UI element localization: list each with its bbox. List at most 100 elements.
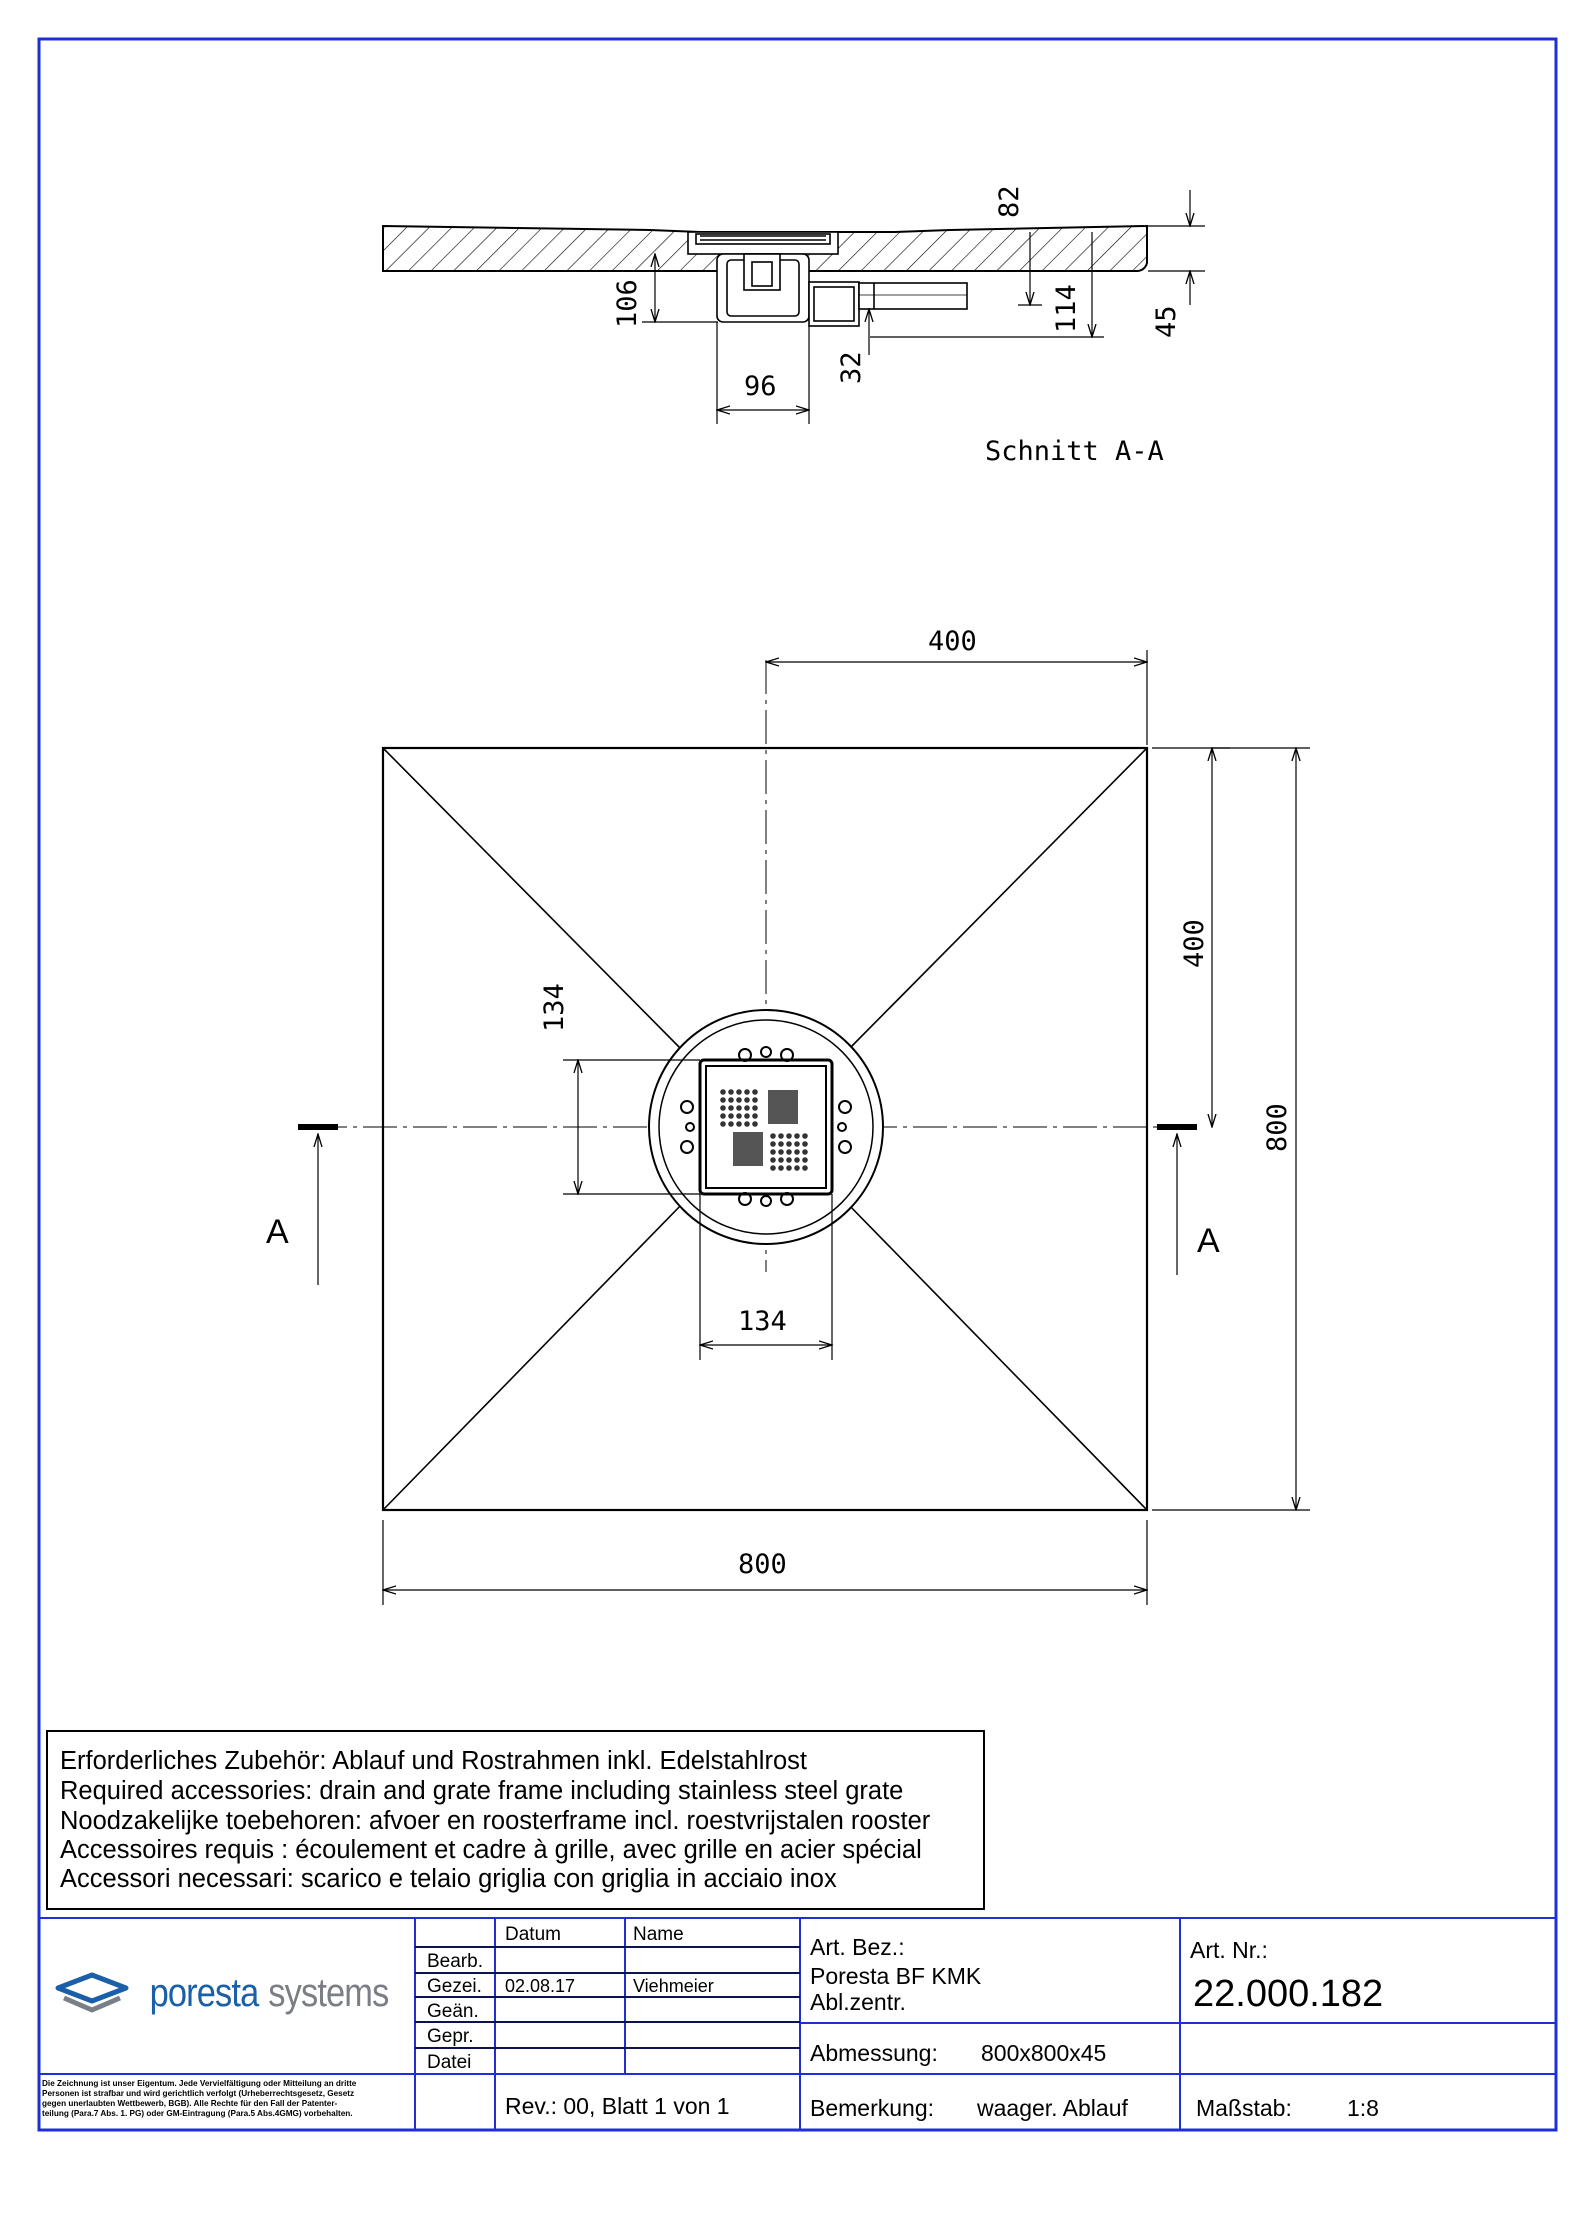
tray-outline [381,746,1149,1512]
dim-134-vertical: 134 [539,983,570,1032]
row-label-gepr: Gepr. [427,2026,473,2047]
grate-holes [720,1089,808,1171]
grate-hole [802,1141,808,1147]
grate-frame [698,1058,834,1196]
col-header-datum: Datum [505,1924,561,1945]
section-marker-right [1157,1124,1197,1275]
grate-hole [744,1121,750,1127]
dim-134-horizontal: 134 [738,1306,787,1337]
grate [705,1065,827,1189]
bemerkung-label: Bemerkung: [810,2095,934,2121]
plan-dimensions [383,650,1310,1605]
accessories-line-de: Erforderliches Zubehör: Ablauf und Rostr… [60,1747,807,1775]
grate-hole [744,1097,750,1103]
grate-hole [770,1165,776,1171]
grate-hole [770,1133,776,1139]
grate-hole [794,1149,800,1155]
grate-hole [728,1121,734,1127]
grate-hole [770,1141,776,1147]
grate-hole [794,1157,800,1163]
row-datum-gezei: 02.08.17 [505,1976,575,1996]
grate-hole [752,1113,758,1119]
section-marker-left [298,1124,338,1285]
grate-hole [770,1157,776,1163]
title-block-grid [415,1946,800,2049]
legal-line-4: teilung (Para.7 Abs. 1. PG) oder GM-Eint… [42,2109,353,2118]
grate-hole [786,1165,792,1171]
grate-hole [744,1113,750,1119]
bemerkung-value: waager. Ablauf [976,2095,1129,2121]
grate-hole [778,1165,784,1171]
row-name-gezei: Viehmeier [633,1976,714,1996]
grate-hole [736,1097,742,1103]
rev-text: Rev.: 00, Blatt 1 von 1 [505,2093,730,2119]
section-view [382,224,1148,327]
grate-hole [794,1165,800,1171]
legal-line-1: Die Zeichnung ist unser Eigentum. Jede V… [42,2079,357,2088]
slope-line-tl [382,747,687,1055]
grate-hole [736,1089,742,1095]
grate-hole [786,1133,792,1139]
grate-hole [728,1089,734,1095]
accessories-box [46,1730,985,1910]
grate-hole [778,1157,784,1163]
art-nr-label: Art. Nr.: [1190,1937,1268,1963]
art-bez-line2: Abl.zentr. [810,1989,906,2015]
accessories-line-fr: Accessoires requis : écoulement et cadre… [60,1836,922,1864]
grate-hole [752,1105,758,1111]
grate-hole [736,1105,742,1111]
grate-hole [720,1097,726,1103]
art-bez-label: Art. Bez.: [810,1934,905,1960]
abmessung-value: 800x800x45 [981,2040,1106,2066]
accessories-line-en: Required accessories: drain and grate fr… [60,1777,903,1805]
row-label-gean: Geän. [427,2001,479,2022]
dim-82: 82 [994,185,1025,218]
grate-hole [720,1121,726,1127]
logo-text-poresta: poresta [150,1970,260,2015]
slope-line-bl [382,1199,687,1511]
logo-text-systems: systems [268,1970,388,2015]
grate-hole [802,1133,808,1139]
grate-hole [744,1105,750,1111]
grate-hole [802,1165,808,1171]
dim-45: 45 [1151,305,1182,338]
slope-line-tr [843,747,1148,1055]
slope-line-br [843,1199,1148,1511]
logo-icon [55,1972,129,2013]
outlet-pipe [858,282,968,310]
plan-view [313,660,1195,1512]
grate-hole [786,1157,792,1163]
legal-line-2: Personen ist strafbar und wird gerichtli… [42,2089,354,2098]
grate-hole [720,1105,726,1111]
grate-hole [786,1141,792,1147]
accessories-line-nl: Noodzakelijke toebehoren: afvoer en roos… [60,1807,931,1835]
accessories-line-it: Accessori necessari: scarico e telaio gr… [60,1865,837,1893]
grate-hole [728,1105,734,1111]
art-nr-value: 22.000.182 [1193,1973,1383,2015]
grate-hole [778,1141,784,1147]
grate-hole [786,1149,792,1155]
dim-114: 114 [1051,284,1082,333]
grate-hole [720,1113,726,1119]
row-label-datei: Datei [427,2052,471,2073]
grate-hole [802,1157,808,1163]
legal-line-3: gegen unerlaubten Wettbewerb, BGB). Alle… [42,2099,338,2108]
grate-hole [770,1149,776,1155]
grate-hole [736,1121,742,1127]
grate-hole [720,1089,726,1095]
grate-hole [752,1097,758,1103]
section-dimensions [642,190,1205,424]
dim-106: 106 [612,279,643,328]
grate-hole [744,1089,750,1095]
dim-800-right: 800 [1262,1103,1293,1152]
grate-hole [794,1141,800,1147]
row-label-gezei: Gezei. [427,1976,482,1997]
grate-hole [752,1121,758,1127]
section-label-right: A [1197,1222,1220,1260]
abmessung-label: Abmessung: [810,2040,938,2066]
massstab-label: Maßstab: [1196,2095,1292,2121]
grate-hole [752,1089,758,1095]
massstab-value: 1:8 [1347,2095,1379,2121]
dim-400-top: 400 [928,626,977,657]
